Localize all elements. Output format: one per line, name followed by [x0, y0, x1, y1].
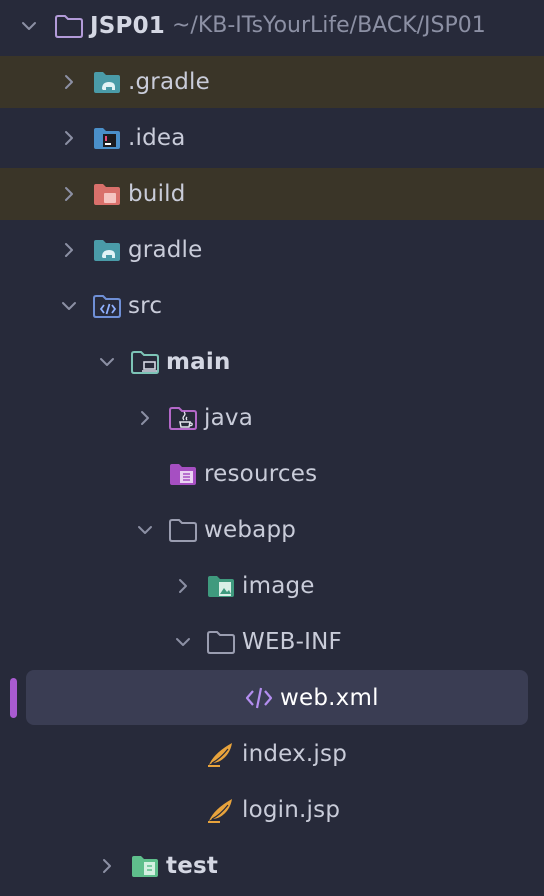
- tree-item-label: src: [128, 293, 163, 319]
- tree-row-gradle[interactable]: gradle: [0, 224, 544, 276]
- tree-row-project-root[interactable]: JSP01 ~/KB-ITsYourLife/BACK/JSP01: [0, 0, 544, 52]
- tree-item-label: resources: [204, 461, 318, 487]
- tree-item-label: gradle: [128, 237, 203, 263]
- idea-folder-icon: [94, 128, 120, 149]
- java-source-folder-icon: [169, 407, 197, 430]
- source-folder-icon: [93, 295, 121, 318]
- gradle-folder-icon: [94, 240, 120, 261]
- chevron-down-icon[interactable]: [136, 521, 154, 539]
- test-folder-icon: [132, 856, 158, 877]
- gradle-folder-icon: [94, 72, 120, 93]
- tree-item-label: webapp: [204, 517, 297, 543]
- tree-item-label: WEB-INF: [242, 629, 342, 655]
- image-folder-icon: [208, 576, 234, 597]
- xml-file-icon: [245, 687, 273, 709]
- tree-item-label: login.jsp: [242, 797, 341, 823]
- tree-row-web-xml[interactable]: web.xml: [0, 672, 544, 724]
- chevron-right-icon[interactable]: [60, 185, 78, 203]
- folder-icon: [169, 519, 197, 542]
- tree-item-label: index.jsp: [242, 741, 348, 767]
- chevron-down-icon[interactable]: [20, 17, 38, 35]
- tree-row-java[interactable]: java: [0, 392, 544, 444]
- tree-row-image[interactable]: image: [0, 560, 544, 612]
- tree-item-label: .idea: [128, 125, 186, 151]
- tree-item-label: main: [166, 349, 231, 375]
- tree-row-webapp[interactable]: webapp: [0, 504, 544, 556]
- tree-item-label: java: [204, 405, 253, 431]
- tree-item-label: test: [166, 853, 219, 879]
- chevron-down-icon[interactable]: [60, 297, 78, 315]
- tree-row-login-jsp[interactable]: login.jsp: [0, 784, 544, 836]
- chevron-right-icon[interactable]: [60, 241, 78, 259]
- tree-item-label: build: [128, 181, 186, 207]
- tree-row-index-jsp[interactable]: index.jsp: [0, 728, 544, 780]
- tree-row-resources[interactable]: resources: [0, 448, 544, 500]
- chevron-right-icon[interactable]: [60, 129, 78, 147]
- tree-item-label: web.xml: [280, 685, 379, 711]
- resources-folder-icon: [170, 464, 196, 485]
- main-module-folder-icon: [131, 351, 159, 374]
- chevron-right-icon[interactable]: [136, 409, 154, 427]
- project-name: JSP01: [90, 13, 165, 39]
- tree-row-test[interactable]: test: [0, 840, 544, 892]
- chevron-right-icon[interactable]: [98, 857, 116, 875]
- tree-row-main[interactable]: main: [0, 336, 544, 388]
- folder-icon: [207, 631, 235, 654]
- selection-highlight: [26, 670, 528, 725]
- build-folder-icon: [94, 184, 120, 205]
- tree-row-gradle-hidden[interactable]: .gradle: [0, 56, 544, 108]
- tree-row-idea[interactable]: .idea: [0, 112, 544, 164]
- tree-row-build[interactable]: build: [0, 168, 544, 220]
- chevron-down-icon[interactable]: [98, 353, 116, 371]
- module-folder-icon: [55, 15, 83, 38]
- tree-row-src[interactable]: src: [0, 280, 544, 332]
- jsp-file-icon: [208, 743, 232, 767]
- tree-item-label: image: [242, 573, 315, 599]
- chevron-right-icon[interactable]: [174, 577, 192, 595]
- tree-row-web-inf[interactable]: WEB-INF: [0, 616, 544, 668]
- project-path: ~/KB-ITsYourLife/BACK/JSP01: [172, 13, 486, 38]
- tree-item-label: .gradle: [128, 69, 211, 95]
- chevron-right-icon[interactable]: [60, 73, 78, 91]
- jsp-file-icon: [208, 799, 232, 823]
- selection-marker: [10, 678, 17, 718]
- chevron-down-icon[interactable]: [174, 633, 192, 651]
